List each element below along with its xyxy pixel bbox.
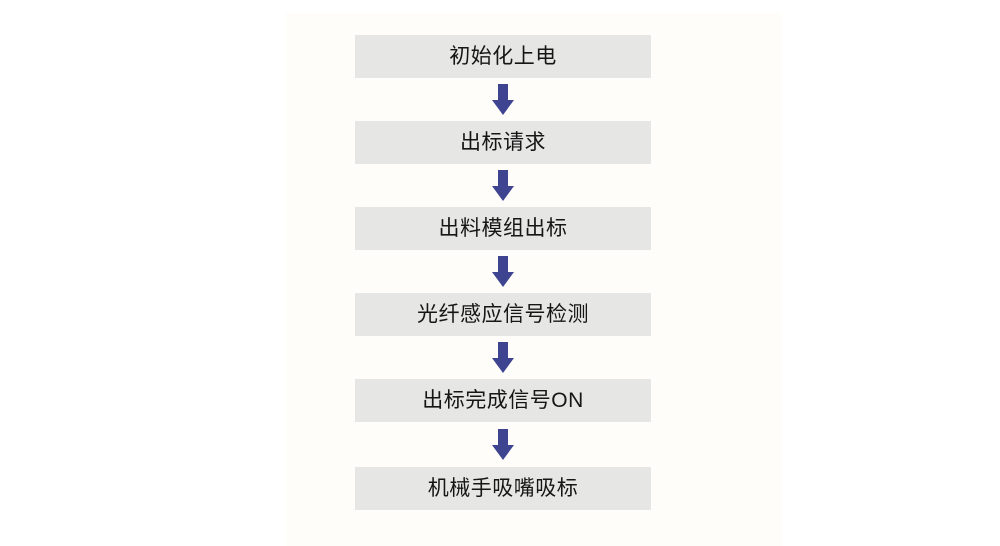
down-block-arrow-icon (492, 256, 514, 287)
flow-node-label: 光纤感应信号检测 (417, 303, 589, 326)
flow-node-step-3[interactable]: 出料模组出标 (355, 207, 651, 250)
flow-node-step-4[interactable]: 光纤感应信号检测 (355, 293, 651, 336)
flow-connector-1 (355, 78, 651, 121)
down-block-arrow-icon (492, 429, 514, 460)
down-block-arrow-icon (492, 170, 514, 201)
flow-connector-4 (355, 336, 651, 379)
down-block-arrow-icon (492, 84, 514, 115)
flow-node-step-6[interactable]: 机械手吸嘴吸标 (355, 467, 651, 510)
flow-node-label: 出料模组出标 (438, 217, 568, 240)
flow-node-label: 出标完成信号ON (422, 389, 584, 412)
flow-connector-5 (355, 422, 651, 467)
flow-connector-3 (355, 250, 651, 293)
flow-node-label: 出标请求 (460, 131, 546, 154)
diagram-background-panel (286, 13, 782, 546)
flow-node-label: 初始化上电 (449, 45, 557, 68)
flow-node-step-5[interactable]: 出标完成信号ON (355, 379, 651, 422)
flow-node-step-2[interactable]: 出标请求 (355, 121, 651, 164)
flow-node-step-1[interactable]: 初始化上电 (355, 35, 651, 78)
flow-connector-2 (355, 164, 651, 207)
flowchart: 初始化上电 出标请求 出料模组出标 (355, 35, 651, 511)
flow-node-label: 机械手吸嘴吸标 (427, 477, 579, 500)
down-block-arrow-icon (492, 342, 514, 373)
